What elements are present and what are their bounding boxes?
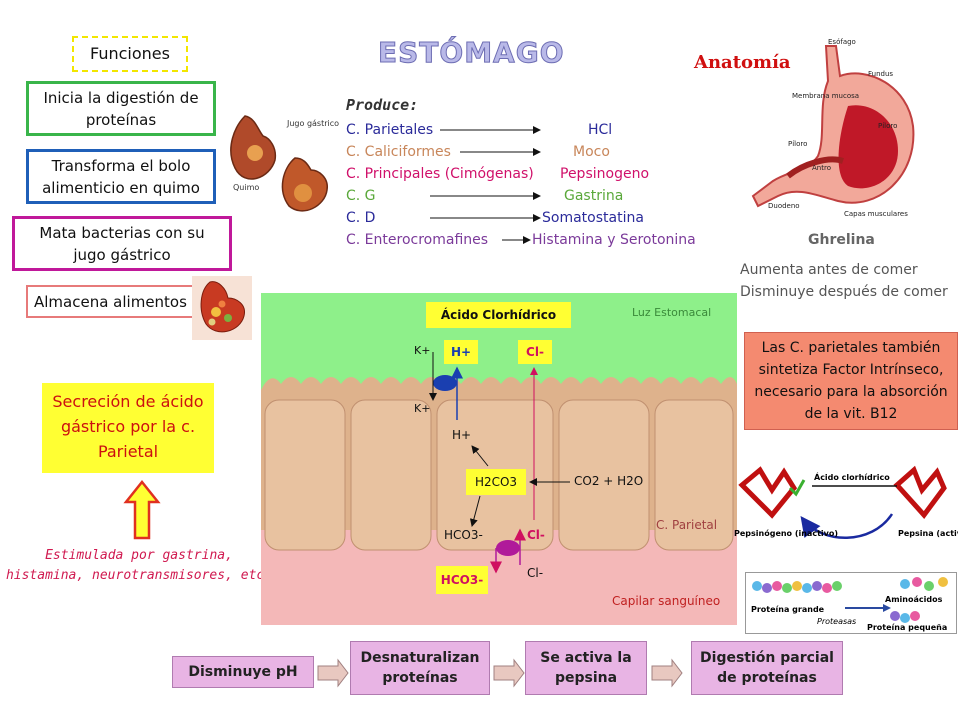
pepsina-activation-diagram: Ácido clorhídrico Pepsinógeno (inactivo)… bbox=[734, 465, 958, 539]
co2-label: CO2 + H2O bbox=[574, 474, 644, 488]
pepsina-label: Pepsina (activa) bbox=[898, 529, 958, 538]
label-cuerpo: Píloro bbox=[878, 122, 897, 130]
produce-cell: C. Parietales bbox=[346, 122, 434, 138]
produce-cell: C. Enterocromafines bbox=[346, 232, 489, 248]
stomach-quimo-illustration: Jugo gástrico Quimo bbox=[230, 115, 339, 212]
page-title: ESTÓMAGO bbox=[378, 36, 565, 70]
flow-step-4: Digestión parcial de proteínas bbox=[691, 641, 843, 695]
quimo-label: Quimo bbox=[233, 183, 259, 192]
produce-row-5: C. D bbox=[346, 210, 375, 226]
capilar-label: Capilar sanguíneo bbox=[612, 594, 721, 608]
secrecion-box: Secreción de ácido gástrico por la c. Pa… bbox=[42, 383, 214, 473]
produce-product-4: Gastrina bbox=[564, 188, 624, 204]
proteasas-label: Proteasas bbox=[817, 617, 856, 626]
ghrelina-title: Ghrelina bbox=[808, 232, 875, 248]
stomach-anatomy-illustration: Esófago Fundus Membrana mucosa Píloro Pí… bbox=[751, 38, 915, 218]
produce-row-3: C. Principales (Cimógenas) bbox=[346, 166, 534, 182]
flow-arrows bbox=[317, 658, 683, 688]
luz-estomacal-label: Luz Estomacal bbox=[632, 306, 712, 319]
produce-product-2: Moco bbox=[573, 144, 610, 160]
hco3-mid: HCO3- bbox=[444, 528, 483, 542]
produce-cell: C. Caliciformes bbox=[346, 144, 451, 160]
h-ion-mid: H+ bbox=[452, 428, 472, 442]
aminoacidos-label: Aminoácidos bbox=[885, 595, 943, 604]
ion-transport-arrows bbox=[429, 352, 570, 574]
produce-arrows bbox=[430, 126, 541, 244]
arrow-right-icon bbox=[317, 658, 349, 688]
factor-intrinseco-box: Las C. parietales también sintetiza Fact… bbox=[744, 332, 958, 430]
produce-product-3: Pepsinogeno bbox=[560, 166, 650, 182]
produce-header: Produce: bbox=[346, 96, 419, 114]
parietal-label: C. Parietal bbox=[656, 518, 718, 532]
cl-bottom: Cl- bbox=[527, 566, 544, 580]
produce-row-2: C. Caliciformes bbox=[346, 144, 451, 160]
produce-product-6: Histamina y Serotonina bbox=[532, 232, 696, 248]
funcion-item-1: Inicia la digestión de proteínas bbox=[26, 81, 216, 136]
produce-cell: C. Principales (Cimógenas) bbox=[346, 166, 534, 182]
ghrelina-line-1: Aumenta antes de comer bbox=[740, 262, 918, 278]
label-duodeno: Duodeno bbox=[768, 202, 800, 210]
cl-mid: Cl- bbox=[527, 528, 545, 542]
label-piloro: Píloro bbox=[788, 140, 807, 148]
pepsina-acido-label: Ácido clorhídrico bbox=[814, 471, 890, 482]
proteina-pequena-label: Proteína pequeña bbox=[867, 623, 947, 632]
funcion-item-2: Transforma el bolo alimenticio en quimo bbox=[26, 149, 216, 204]
jugo-label: Jugo gástrico bbox=[286, 119, 339, 128]
anatomia-title: Anatomía bbox=[694, 52, 791, 73]
produce-cell: C. G bbox=[346, 188, 376, 204]
k-top-label: K+ bbox=[414, 344, 431, 357]
h-k-pump-icon bbox=[433, 375, 457, 391]
exchanger-icon bbox=[496, 540, 520, 556]
produce-product-5: Somatostatina bbox=[542, 210, 644, 226]
proteina-grande-label: Proteína grande bbox=[751, 605, 825, 614]
h-ion-box: H+ bbox=[444, 340, 478, 364]
stomach-food-illustration bbox=[192, 276, 252, 340]
protein-digestion-diagram: Proteína grande Proteasas Aminoácidos Pr… bbox=[745, 572, 957, 634]
produce-product-1: HCl bbox=[588, 122, 613, 138]
ghrelina-line-2: Disminuye después de comer bbox=[740, 284, 948, 300]
k-bottom-label: K+ bbox=[414, 402, 431, 415]
funcion-item-4: Almacena alimentos bbox=[26, 285, 206, 318]
flow-step-1: Disminuye pH bbox=[172, 656, 314, 688]
arrow-right-icon bbox=[493, 658, 525, 688]
label-capas: Capas musculares bbox=[844, 210, 908, 218]
label-membrana: Membrana mucosa bbox=[792, 92, 859, 100]
produce-row-4: C. G bbox=[346, 188, 376, 204]
label-fundus: Fundus bbox=[868, 70, 893, 78]
label-antro: Antro bbox=[812, 164, 831, 172]
produce-row-1: C. Parietales bbox=[346, 122, 433, 138]
acido-clorhidrico-label: Ácido Clorhídrico bbox=[426, 302, 571, 328]
flow-step-3: Se activa la pepsina bbox=[525, 641, 647, 695]
funcion-item-3: Mata bacterias con su jugo gástrico bbox=[12, 216, 232, 271]
stimulated-text: Estimulada por gastrina, histamina, neur… bbox=[5, 548, 273, 583]
label-esofago: Esófago bbox=[828, 38, 856, 46]
cl-ion-box: Cl- bbox=[518, 340, 552, 364]
arrow-right-icon bbox=[651, 658, 683, 688]
hco3-box: HCO3- bbox=[436, 566, 488, 594]
flow-step-2: Desnaturalizan proteínas bbox=[350, 641, 490, 695]
pepsinogeno-label: Pepsinógeno (inactivo) bbox=[734, 528, 838, 538]
h2co3-box: H2CO3 bbox=[466, 469, 526, 495]
funciones-header: Funciones bbox=[72, 36, 188, 72]
produce-cell: C. D bbox=[346, 210, 376, 226]
up-arrow-icon bbox=[123, 480, 161, 540]
produce-row-6: C. Enterocromafines bbox=[346, 232, 488, 248]
